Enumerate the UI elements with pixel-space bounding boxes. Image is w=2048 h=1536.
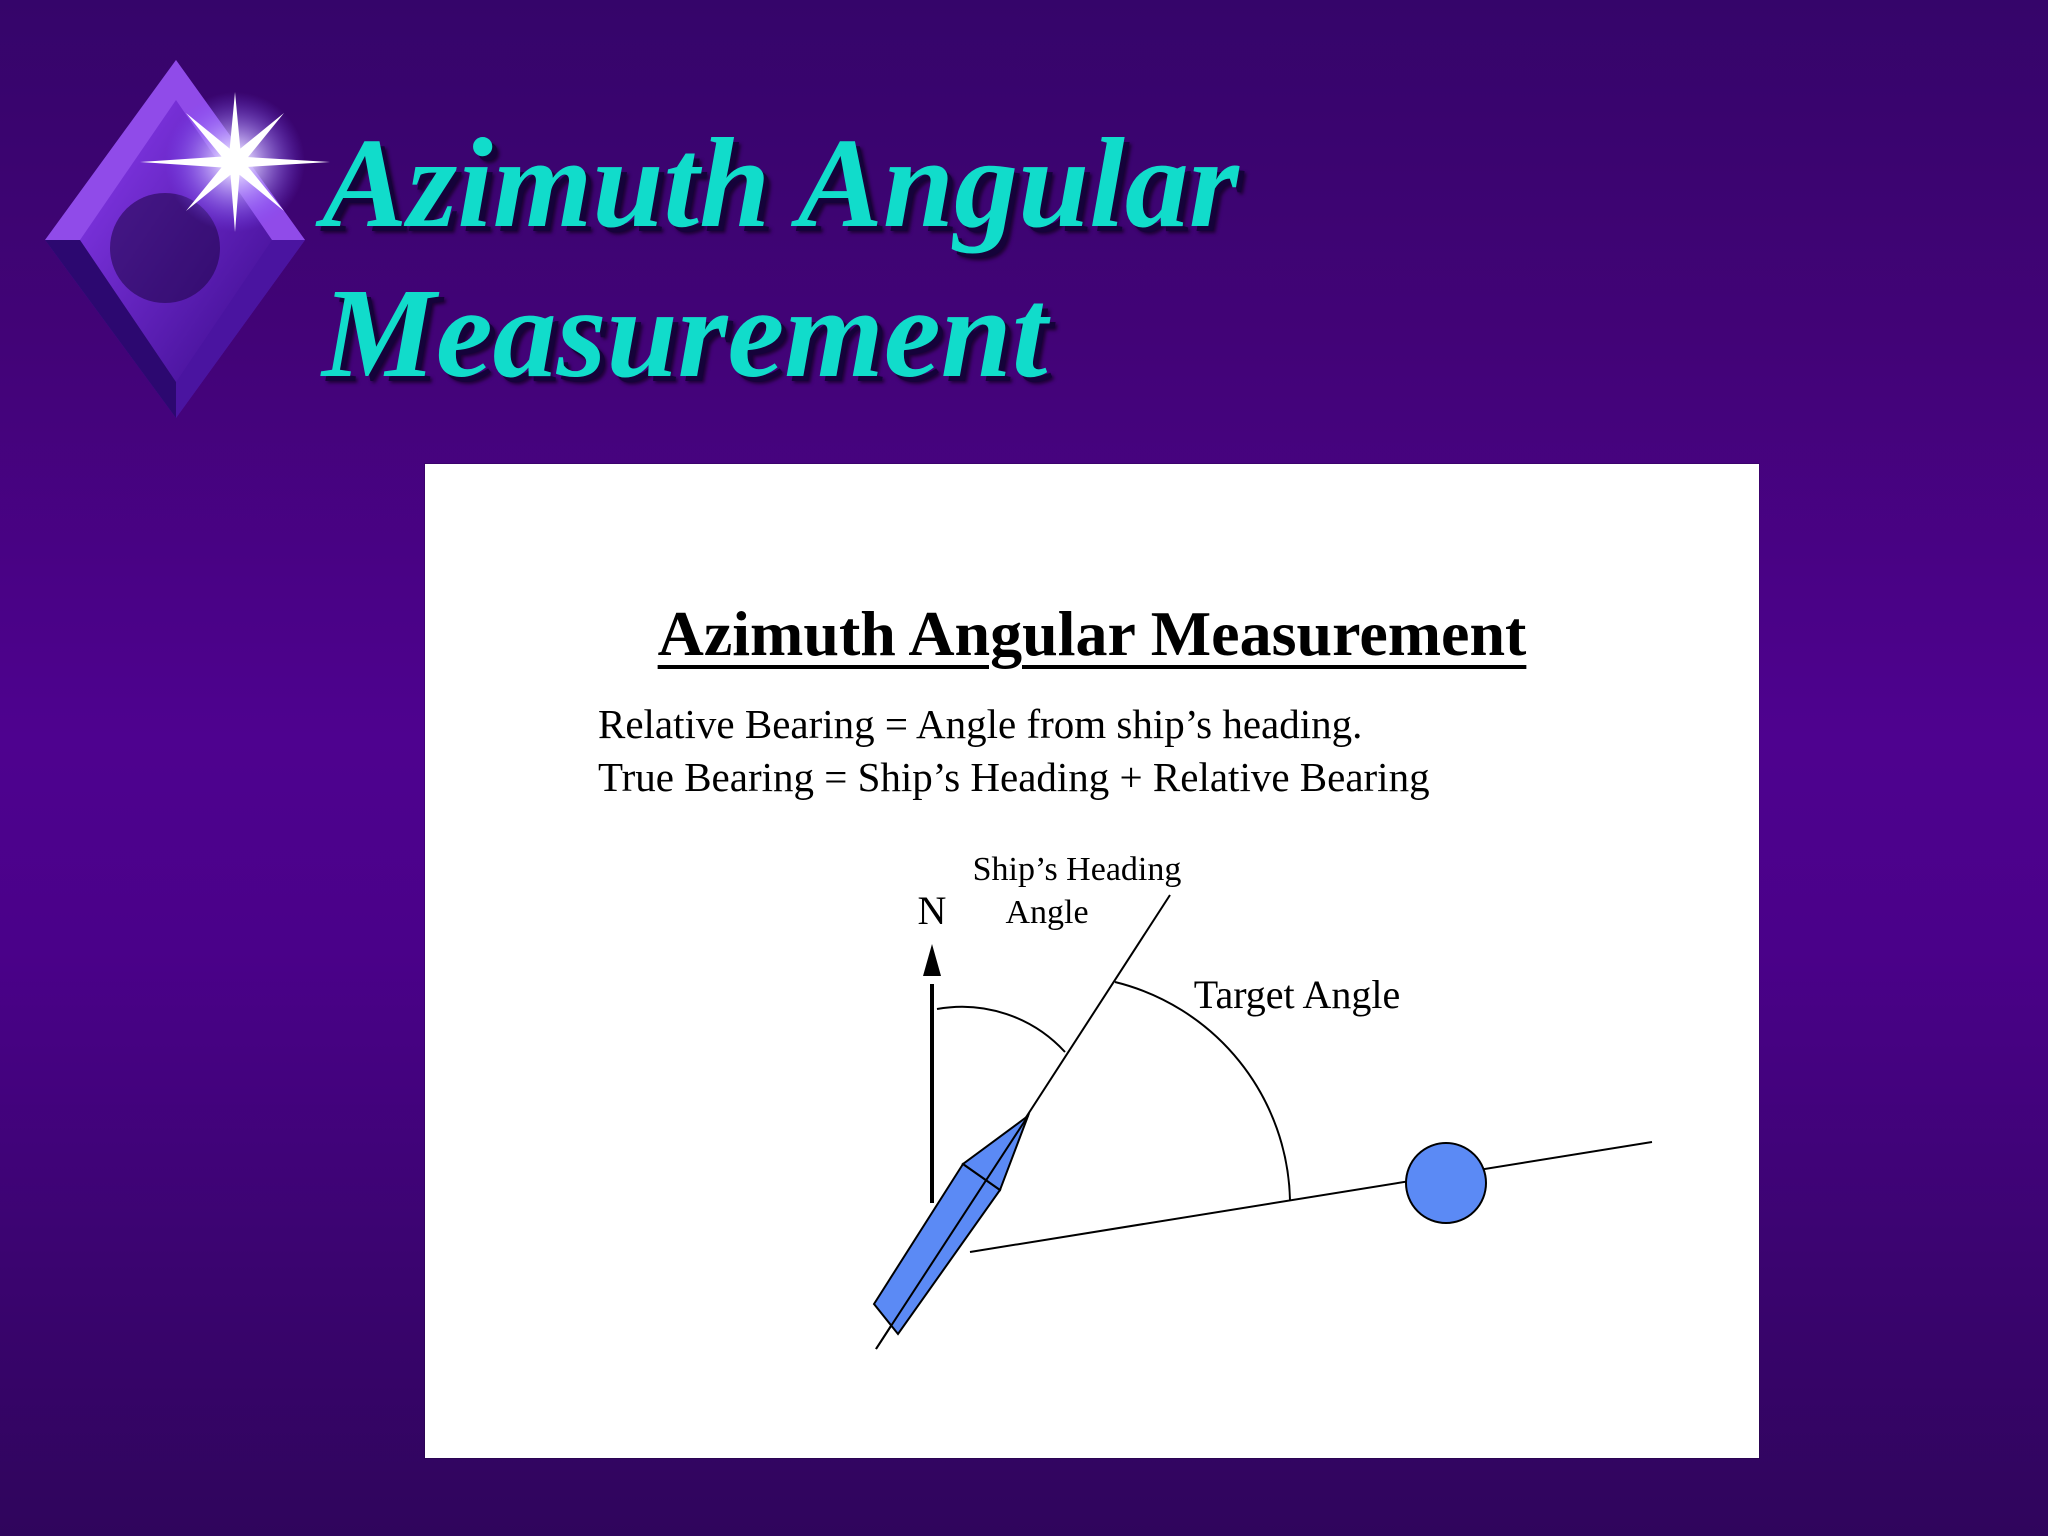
target-line: [969, 1141, 1653, 1253]
heading-angle-label-line-2: Angle: [1005, 894, 1088, 931]
target-icon: [1405, 1142, 1487, 1224]
slide-title-line-1: Azimuth Angular: [322, 112, 1239, 254]
north-arrow-head: [923, 944, 941, 976]
azimuth-diagram: N Ship’s Heading Angle Target Angle: [872, 851, 1653, 1350]
north-label: N: [918, 888, 947, 933]
ship-icon: [872, 1113, 1031, 1336]
heading-angle-label-line-1: Ship’s Heading: [973, 851, 1182, 888]
relative-bearing-definition: Relative Bearing = Angle from ship’s hea…: [598, 701, 1363, 747]
slide-title: Azimuth Angular Measurement: [322, 108, 1239, 408]
true-bearing-definition: True Bearing = Ship’s Heading + Relative…: [598, 754, 1430, 800]
figure-heading: Azimuth Angular Measurement: [657, 598, 1527, 669]
target-angle-label: Target Angle: [1194, 972, 1400, 1017]
slide-title-line-2: Measurement: [322, 262, 1048, 404]
figure-panel: Azimuth Angular Measurement Relative Bea…: [425, 464, 1759, 1458]
target-angle-arc: [1114, 981, 1291, 1201]
ship-bow: [961, 1113, 1031, 1192]
heading-angle-arc: [936, 1005, 1066, 1053]
star-diamond-logo: [45, 60, 330, 418]
star-icon: [140, 92, 330, 232]
